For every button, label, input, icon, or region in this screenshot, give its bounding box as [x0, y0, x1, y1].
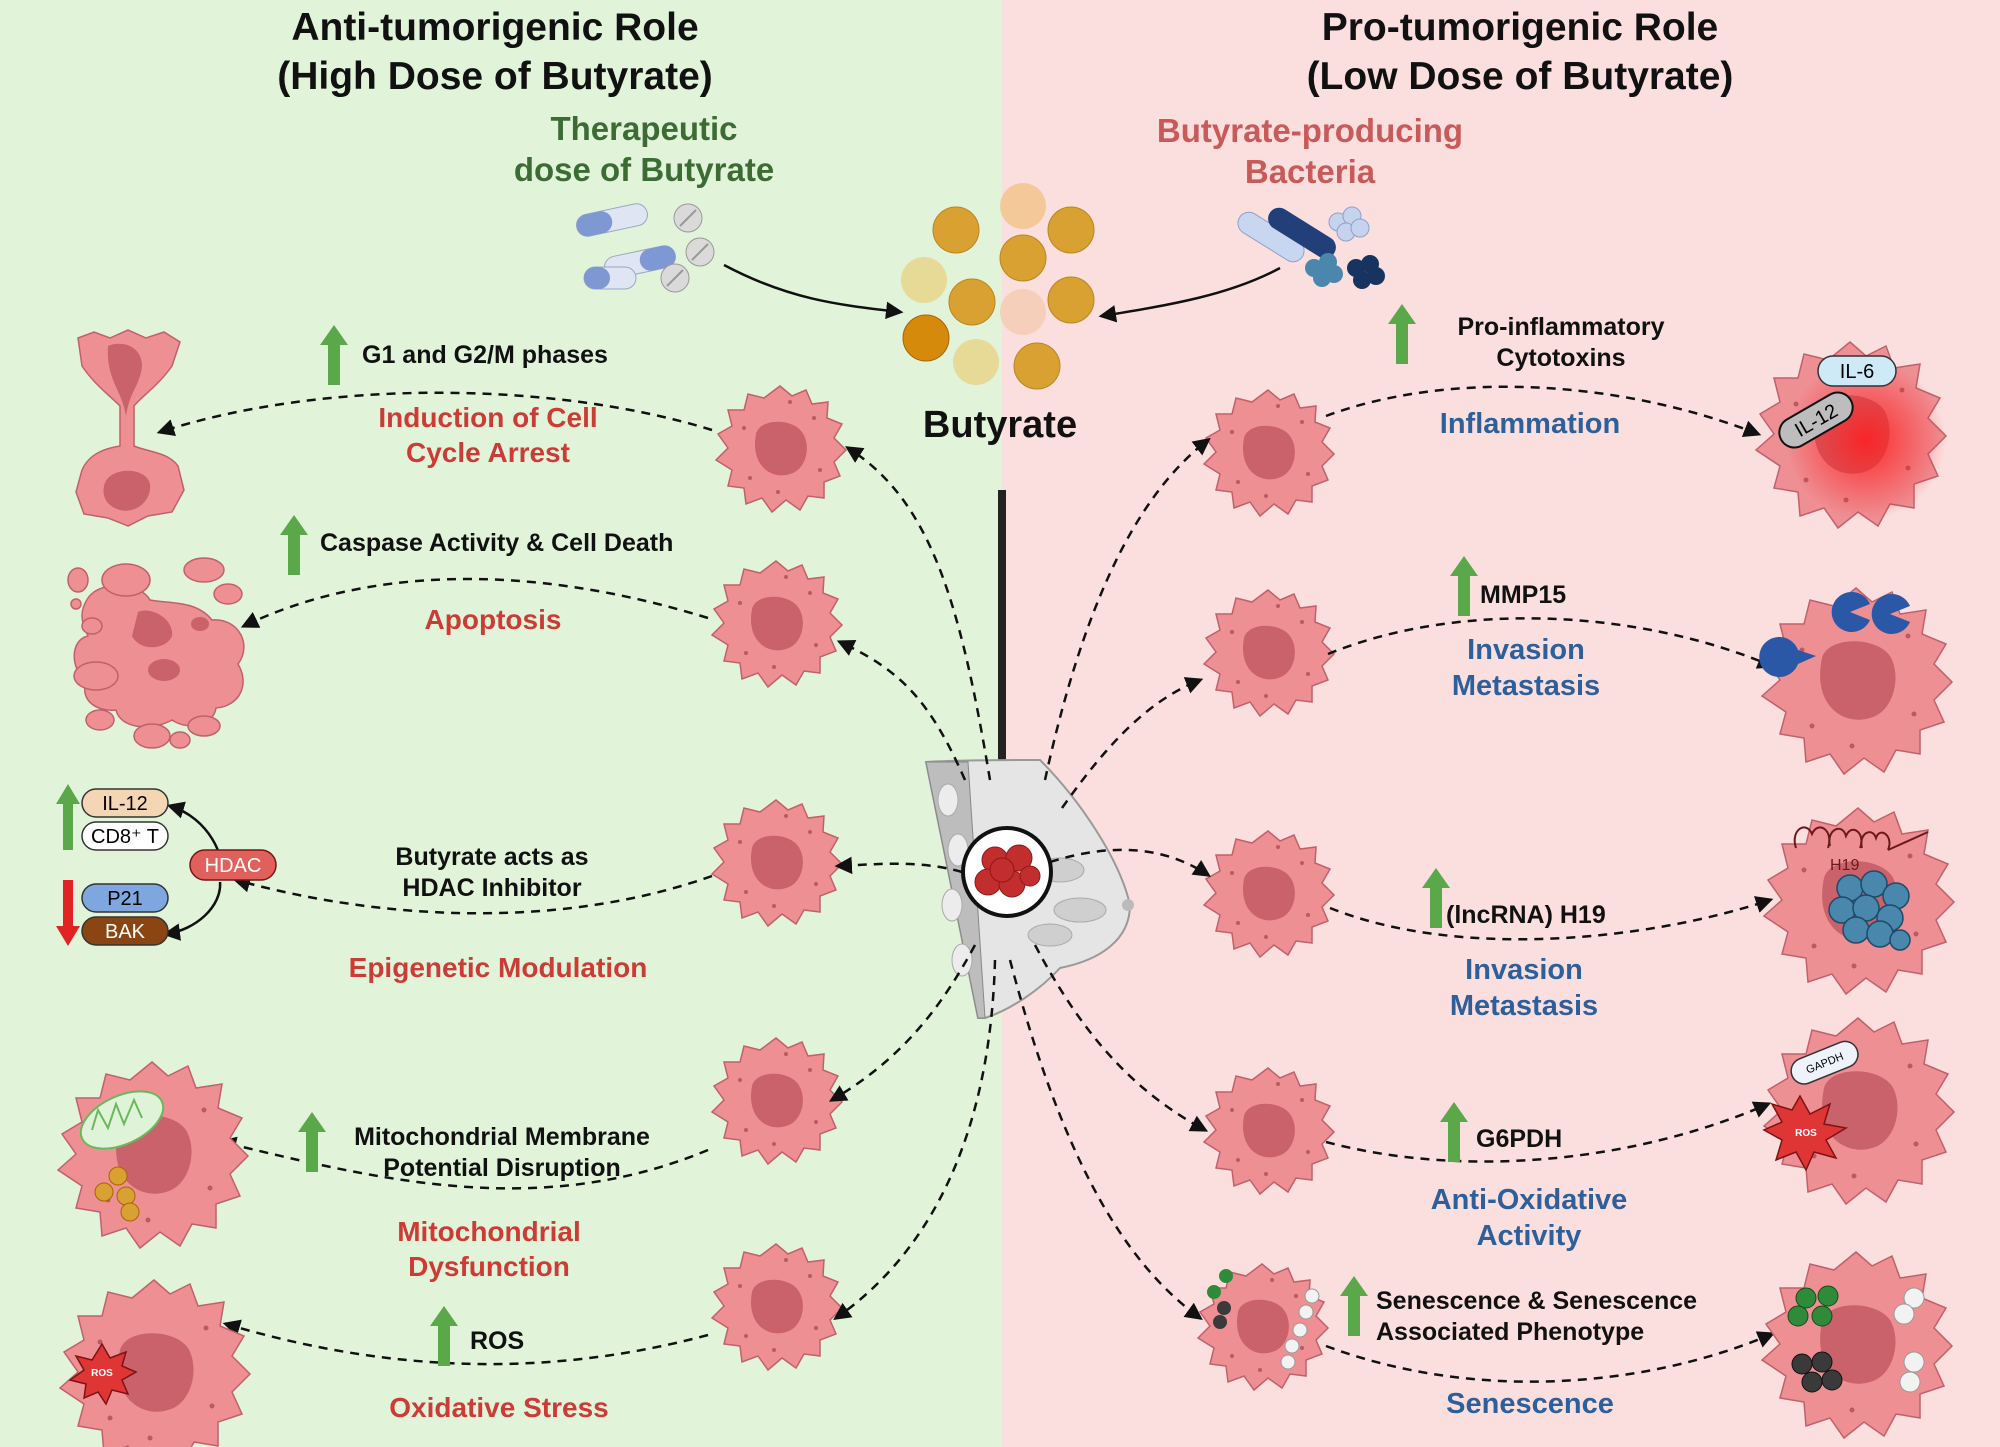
right-outcome-arrows: [1325, 385, 1776, 1383]
butyrate-label: Butyrate: [922, 404, 1078, 446]
left-marker-apoptosis: Caspase Activity & Cell Death: [320, 529, 674, 557]
cancer-cell-cluster: [1828, 870, 1911, 951]
tumor-to-right-cells-arrows: [1008, 437, 1211, 1321]
up-arrow-icon: [56, 784, 80, 850]
left-pathway-oxidative: Oxidative Stress: [389, 1392, 609, 1423]
left-marker-ros: ROS: [470, 1327, 525, 1355]
rna-hairpin-icon: H19: [1793, 826, 1929, 874]
pill-icon: [576, 203, 715, 293]
therapeutic-dose-label: Therapeutic dose of Butyrate: [513, 110, 775, 189]
left-panel-title: Anti-tumorigenic Role (High Dose of Buty…: [277, 6, 713, 98]
down-arrow-icon: [56, 880, 80, 946]
right-marker-inflammation: Pro-inflammatory Cytotoxins: [1457, 313, 1665, 373]
right-pathway-invasion-2: Invasion Metastasis: [1449, 954, 1599, 1023]
right-pathway-antioxidative: Anti-Oxidative Activity: [1430, 1184, 1628, 1253]
mitochondria-icon: [79, 1090, 165, 1222]
tumor-cell-icon: [1197, 389, 1335, 1391]
left-outcome-arrows: [156, 391, 713, 1366]
right-pathway-inflammation: Inflammation: [1439, 408, 1621, 440]
bacteria-source-label: Butyrate-producing Bacteria: [1156, 112, 1464, 191]
ros-burst-icon: ROS: [1762, 1094, 1849, 1172]
il12-pill-label: IL-12: [102, 793, 148, 815]
breast-tumor-icon: [924, 758, 1134, 1019]
cd8-pill-label: CD8⁺ T: [91, 826, 159, 848]
pacman-protease-icon: [1759, 592, 1910, 677]
ros-burst-icon: ROS: [68, 1342, 138, 1406]
h19-icon-label: H19: [1830, 857, 1859, 874]
left-pathway-epigenetic: Epigenetic Modulation: [348, 952, 648, 983]
hdac-panel: IL-12 CD8⁺ T HDAC P21 BAK: [81, 788, 277, 946]
p21-pill-label: P21: [107, 888, 143, 910]
right-panel-title: Pro-tumorigenic Role (Low Dose of Butyra…: [1306, 6, 1734, 98]
butyrate-molecule-icon: [901, 183, 1095, 390]
right-pathway-senescence: Senescence: [1446, 1388, 1614, 1420]
right-pathway-invasion-1: Invasion Metastasis: [1451, 634, 1601, 703]
right-marker-mmp15: MMP15: [1480, 581, 1567, 609]
left-marker-cell-cycle: G1 and G2/M phases: [362, 341, 608, 369]
right-marker-g6pdh: G6PDH: [1476, 1125, 1563, 1153]
hdac-pill-label: HDAC: [205, 855, 262, 877]
tumor-cell-icon: [57, 329, 251, 1447]
left-pathway-cell-cycle-arrest: Induction of Cell Cycle Arrest: [378, 402, 598, 468]
left-marker-mito: Mitochondrial Membrane Potential Disrupt…: [354, 1123, 650, 1183]
tumor-to-left-cells-arrows: [828, 446, 997, 1320]
right-marker-senescence: Senescence & Senescence Associated Pheno…: [1376, 1287, 1698, 1347]
left-marker-hdac: Butyrate acts as HDAC Inhibitor: [395, 843, 589, 903]
right-marker-h19: (lncRNA) H19: [1446, 901, 1606, 929]
bak-pill-label: BAK: [105, 921, 146, 943]
sasp-granules-icon: [1207, 1269, 1925, 1393]
bacteria-to-butyrate-arrow: [1098, 266, 1281, 323]
il6-pill-label: IL-6: [1840, 361, 1874, 383]
ros-icon-label: ROS: [1795, 1128, 1817, 1139]
left-pathway-mitochondrial: Mitochondrial Dysfunction: [397, 1216, 581, 1282]
bacteria-icon: [1237, 206, 1385, 289]
cytokine-pills: IL-6 IL-12: [1778, 355, 1897, 449]
ros-badge-text: ROS: [91, 1368, 113, 1379]
therapeutic-to-butyrate-arrow: [723, 263, 904, 320]
gapdh-pill: GAPDH: [1790, 1040, 1859, 1085]
left-pathway-apoptosis: Apoptosis: [424, 604, 562, 635]
